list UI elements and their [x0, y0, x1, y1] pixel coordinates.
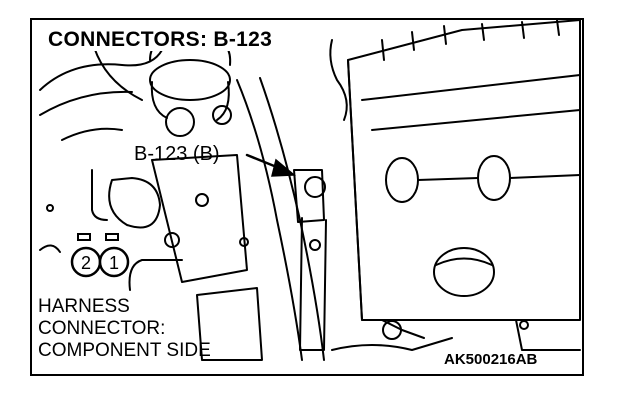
label-line-connector: CONNECTOR: [38, 318, 166, 339]
connector-callout-label: B-123 (B) [134, 143, 220, 165]
harness-connector-label: HARNESS CONNECTOR: COMPONENT SIDE [38, 296, 211, 362]
diagram-frame: CONNECTORS: B-123 B-123 (B) 2 1 HARNESS … [30, 18, 584, 376]
label-line-component-side: COMPONENT SIDE [38, 340, 211, 361]
connector-pin-1: 1 [109, 253, 119, 273]
diagram-title: CONNECTORS: B-123 [46, 28, 275, 51]
harness-connector-pin-view: 2 1 [70, 233, 130, 278]
connector-pin-2: 2 [81, 253, 91, 273]
label-line-harness: HARNESS [38, 296, 130, 317]
figure-reference-code: AK500216AB [442, 351, 540, 368]
engine-bay-illustration [39, 20, 581, 361]
